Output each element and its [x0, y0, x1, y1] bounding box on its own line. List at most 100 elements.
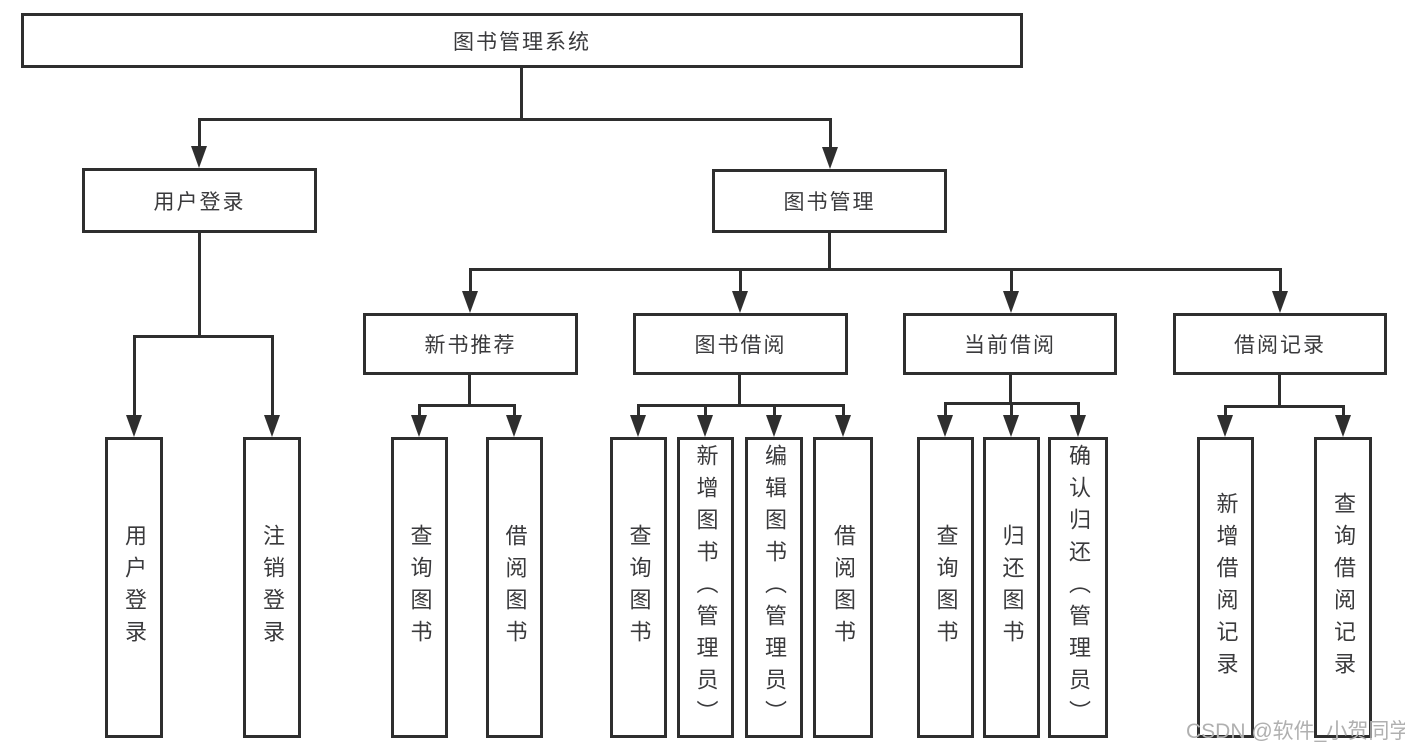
- arrow-down-icon: [937, 402, 953, 437]
- node-new-book-recommend-label: 新书推荐: [424, 334, 517, 357]
- leaf-query-books-borrow-label: 查询图书: [626, 523, 652, 652]
- arrow-head: [1217, 415, 1233, 437]
- leaf-logout-login-label: 注销登录: [260, 523, 285, 652]
- connector-user-login-hline: [133, 335, 273, 338]
- arrow-shaft: [738, 268, 742, 293]
- node-root-label: 图书管理系统: [453, 30, 591, 54]
- arrow-shaft: [1278, 268, 1282, 293]
- arrow-head: [732, 291, 748, 313]
- leaf-query-books-current: 查询图书: [917, 437, 974, 738]
- arrow-head: [1070, 415, 1086, 437]
- arrow-head: [835, 415, 851, 437]
- leaf-query-books-borrow: 查询图书: [610, 437, 667, 738]
- arrow-down-icon: [822, 118, 838, 169]
- arrow-shaft: [828, 118, 832, 149]
- connector-book-borrow-vline: [738, 375, 741, 407]
- watermark: CSDN @软件_小贺同学: [1186, 720, 1405, 743]
- leaf-add-books-admin-label: 新增图书（管理员）: [693, 443, 719, 732]
- arrow-down-icon: [1003, 402, 1019, 437]
- connector-book-borrow-hline: [637, 404, 844, 407]
- leaf-borrow-books-recommend-label: 借阅图书: [502, 523, 528, 652]
- arrow-shaft: [197, 118, 201, 148]
- connector-borrow-records-hline: [1224, 405, 1343, 408]
- arrow-head: [1272, 291, 1288, 313]
- connector-user-login-vline: [198, 233, 201, 338]
- arrow-down-icon: [506, 404, 522, 437]
- arrow-head: [126, 415, 142, 437]
- node-new-book-recommend: 新书推荐: [363, 313, 578, 375]
- arrow-shaft: [1223, 405, 1227, 417]
- arrow-shaft: [1341, 405, 1345, 417]
- arrow-head: [937, 415, 953, 437]
- node-borrow-records-label: 借阅记录: [1234, 334, 1326, 357]
- arrow-down-icon: [264, 335, 280, 437]
- arrow-shaft: [417, 404, 421, 417]
- node-borrow-records: 借阅记录: [1173, 313, 1387, 375]
- leaf-query-books-recommend-label: 查询图书: [407, 523, 433, 652]
- arrow-shaft: [468, 268, 472, 293]
- arrow-down-icon: [1217, 405, 1233, 437]
- arrow-head: [697, 415, 713, 437]
- arrow-shaft: [270, 335, 274, 417]
- arrow-down-icon: [630, 404, 646, 437]
- connector-new-book-hline: [418, 404, 516, 407]
- arrow-head: [1335, 415, 1351, 437]
- arrow-down-icon: [1070, 402, 1086, 437]
- node-user-login: 用户登录: [82, 168, 317, 233]
- leaf-add-borrow-record-label: 新增借阅记录: [1213, 491, 1239, 684]
- arrow-shaft: [703, 404, 707, 417]
- arrow-shaft: [132, 335, 136, 417]
- leaf-confirm-return-admin-label: 确认归还（管理员）: [1066, 443, 1091, 732]
- connector-book-management-vline: [828, 233, 831, 271]
- leaf-add-books-admin: 新增图书（管理员）: [677, 437, 734, 738]
- node-current-borrow: 当前借阅: [903, 313, 1117, 375]
- arrow-head: [462, 291, 478, 313]
- arrow-down-icon: [191, 118, 207, 168]
- arrow-down-icon: [835, 404, 851, 437]
- leaf-borrow-books-borrow: 借阅图书: [813, 437, 873, 738]
- arrow-head: [822, 147, 838, 169]
- arrow-head: [411, 415, 427, 437]
- arrow-shaft: [636, 404, 640, 417]
- arrow-head: [191, 146, 207, 168]
- arrow-head: [506, 415, 522, 437]
- leaf-user-login: 用户登录: [105, 437, 163, 738]
- arrow-shaft: [772, 404, 776, 417]
- arrow-head: [766, 415, 782, 437]
- connector-current-borrow-vline: [1009, 375, 1012, 405]
- arrow-down-icon: [126, 335, 142, 437]
- connector-new-book-vline: [468, 375, 471, 407]
- node-current-borrow-label: 当前借阅: [964, 334, 1056, 357]
- leaf-return-books-label: 归还图书: [999, 523, 1025, 652]
- leaf-edit-books-admin-label: 编辑图书（管理员）: [762, 443, 787, 732]
- leaf-return-books: 归还图书: [983, 437, 1040, 738]
- leaf-query-books-recommend: 查询图书: [391, 437, 448, 738]
- leaf-logout-login: 注销登录: [243, 437, 301, 738]
- arrow-head: [630, 415, 646, 437]
- connector-borrow-records-vline: [1278, 375, 1281, 408]
- arrow-shaft: [512, 404, 516, 417]
- leaf-edit-books-admin: 编辑图书（管理员）: [745, 437, 803, 738]
- connector-root-vline: [520, 68, 523, 121]
- leaf-query-borrow-record-label: 查询借阅记录: [1331, 491, 1356, 684]
- arrow-shaft: [943, 402, 947, 417]
- node-book-borrow: 图书借阅: [633, 313, 848, 375]
- leaf-add-borrow-record: 新增借阅记录: [1197, 437, 1254, 738]
- leaf-borrow-books-recommend: 借阅图书: [486, 437, 543, 738]
- arrow-down-icon: [462, 268, 478, 313]
- node-user-login-label: 用户登录: [153, 190, 246, 214]
- leaf-confirm-return-admin: 确认归还（管理员）: [1048, 437, 1108, 738]
- arrow-head: [264, 415, 280, 437]
- node-root: 图书管理系统: [21, 13, 1023, 68]
- arrow-down-icon: [732, 268, 748, 313]
- arrow-down-icon: [697, 404, 713, 437]
- connector-root-hline: [198, 118, 830, 121]
- arrow-head: [1003, 291, 1019, 313]
- connector-book-management-hline: [470, 268, 1280, 271]
- arrow-down-icon: [1003, 268, 1019, 313]
- arrow-down-icon: [1272, 268, 1288, 313]
- leaf-user-login-label: 用户登录: [122, 523, 147, 652]
- leaf-query-borrow-record: 查询借阅记录: [1314, 437, 1372, 738]
- leaf-borrow-books-borrow-label: 借阅图书: [831, 523, 856, 652]
- node-book-management-label: 图书管理: [783, 191, 876, 214]
